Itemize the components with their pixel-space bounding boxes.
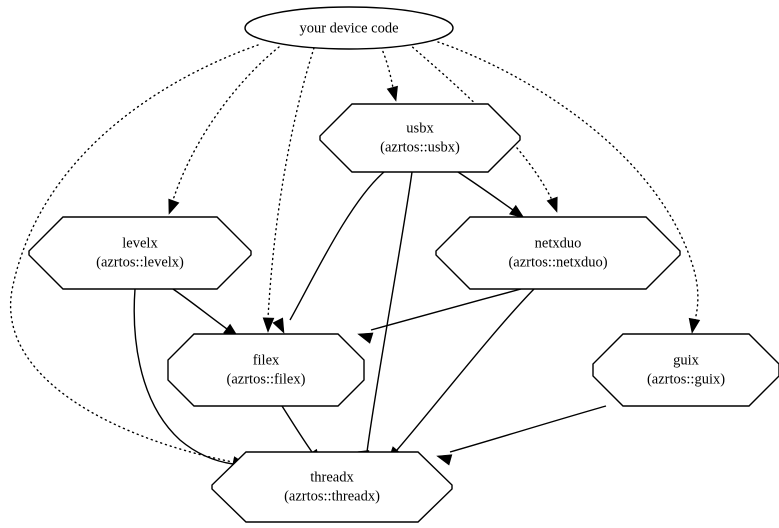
node-octagon-shape[interactable]	[28, 216, 252, 290]
edge-line	[449, 405, 607, 453]
arrow-head-icon	[357, 332, 374, 344]
node-octagon-shape[interactable]	[211, 451, 453, 523]
edge-usbx-to-filex	[272, 171, 385, 334]
edge-device-to-guix	[437, 41, 701, 334]
edge-line	[396, 288, 535, 451]
edge-line	[408, 43, 552, 199]
node-label-namespace: (azrtos::levelx)	[96, 254, 184, 270]
node-label-name: usbx	[406, 120, 434, 136]
edge-line	[289, 171, 385, 321]
node-levelx[interactable]: levelx(azrtos::levelx)	[28, 216, 252, 290]
arrow-head-icon	[386, 85, 398, 102]
node-guix[interactable]: guix(azrtos::guix)	[592, 333, 779, 407]
edge-line	[172, 46, 280, 201]
edge-line	[370, 288, 522, 331]
arrow-head-icon	[546, 196, 558, 213]
node-label-namespace: (azrtos::threadx)	[284, 488, 380, 504]
node-label-name: your device code	[299, 20, 398, 36]
node-filex[interactable]: filex(azrtos::filex)	[167, 333, 365, 407]
edge-line	[9, 44, 259, 463]
edge-line	[267, 47, 315, 319]
node-label-name: netxduo	[535, 235, 582, 251]
edge-device-to-netxduo	[408, 43, 558, 213]
arrow-head-icon	[272, 317, 285, 334]
arrow-head-icon	[688, 317, 701, 334]
node-label-namespace: (azrtos::netxduo)	[508, 254, 607, 270]
node-label-namespace: (azrtos::usbx)	[380, 139, 460, 155]
arrow-head-icon	[262, 317, 275, 333]
edge-usbx-to-netxduo	[457, 171, 525, 219]
node-layer: your device codeusbx(azrtos::usbx)levelx…	[28, 6, 779, 523]
node-usbx[interactable]: usbx(azrtos::usbx)	[319, 103, 521, 173]
edge-netxduo-to-threadx	[387, 288, 535, 462]
edge-device-to-filex	[262, 47, 315, 333]
edge-netxduo-to-filex	[357, 288, 522, 344]
node-label-name: filex	[253, 352, 280, 368]
edge-line	[281, 405, 313, 453]
arrow-head-icon	[509, 204, 525, 219]
edge-line	[457, 171, 514, 211]
node-netxduo[interactable]: netxduo(azrtos::netxduo)	[435, 216, 681, 290]
node-octagon-shape[interactable]	[319, 103, 521, 173]
node-threadx[interactable]: threadx(azrtos::threadx)	[211, 451, 453, 523]
edge-line	[380, 46, 394, 89]
edge-guix-to-threadx	[436, 405, 607, 466]
node-ellipse-shape[interactable]	[244, 6, 454, 50]
edge-device-to-levelx	[168, 46, 280, 215]
edge-device-to-usbx	[380, 46, 398, 102]
edge-levelx-to-filex	[172, 288, 239, 338]
edge-line	[133, 288, 234, 465]
edge-line	[366, 171, 413, 453]
node-label-namespace: (azrtos::filex)	[227, 371, 306, 387]
node-label-name: guix	[673, 352, 700, 368]
node-label-name: threadx	[310, 469, 354, 485]
node-octagon-shape[interactable]	[167, 333, 365, 407]
node-label-namespace: (azrtos::guix)	[647, 371, 725, 387]
arrow-head-icon	[436, 454, 453, 466]
edge-line	[172, 288, 228, 330]
node-octagon-shape[interactable]	[435, 216, 681, 290]
node-octagon-shape[interactable]	[592, 333, 779, 407]
node-label-name: levelx	[122, 235, 158, 251]
edge-usbx-to-threadx	[357, 171, 413, 466]
arrow-head-icon	[168, 198, 180, 215]
edge-line	[437, 41, 699, 321]
node-device[interactable]: your device code	[244, 6, 454, 50]
